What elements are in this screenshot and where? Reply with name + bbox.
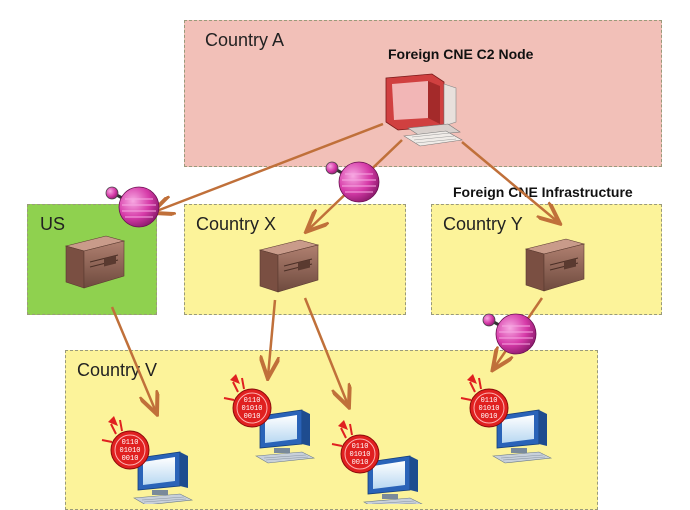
arrow-us-to-v: [110, 306, 156, 412]
region-label-country-x: Country X: [196, 214, 277, 234]
server-icon-country-x: [259, 239, 319, 293]
infected-computer-icon-2: [223, 373, 315, 464]
arrow-x-to-v-left: [268, 299, 275, 376]
c2-node-label: Foreign CNE C2 Node: [388, 46, 534, 62]
implant-balloon-icon-us: [104, 185, 161, 229]
region-label-us: US: [40, 214, 66, 234]
infrastructure-label: Foreign CNE Infrastructure: [453, 184, 633, 200]
region-label-country-y: Country Y: [443, 214, 523, 234]
arrow-c2-to-country-y: [461, 141, 558, 222]
arrow-c2-to-us: [154, 122, 384, 212]
infected-computer-icon-1: [101, 415, 193, 504]
arrow-x-to-v-right: [303, 297, 348, 405]
server-icon-us: [65, 235, 125, 289]
implant-balloon-icon-country-y: [481, 312, 538, 356]
implant-balloon-icon-country-x: [324, 160, 381, 204]
infected-computer-icon-4: [460, 373, 552, 464]
c2-computer-icon: [385, 73, 463, 147]
server-icon-country-y: [525, 238, 585, 292]
infected-computer-icon-3: [331, 419, 423, 504]
region-label-country-a: Country A: [205, 30, 285, 50]
